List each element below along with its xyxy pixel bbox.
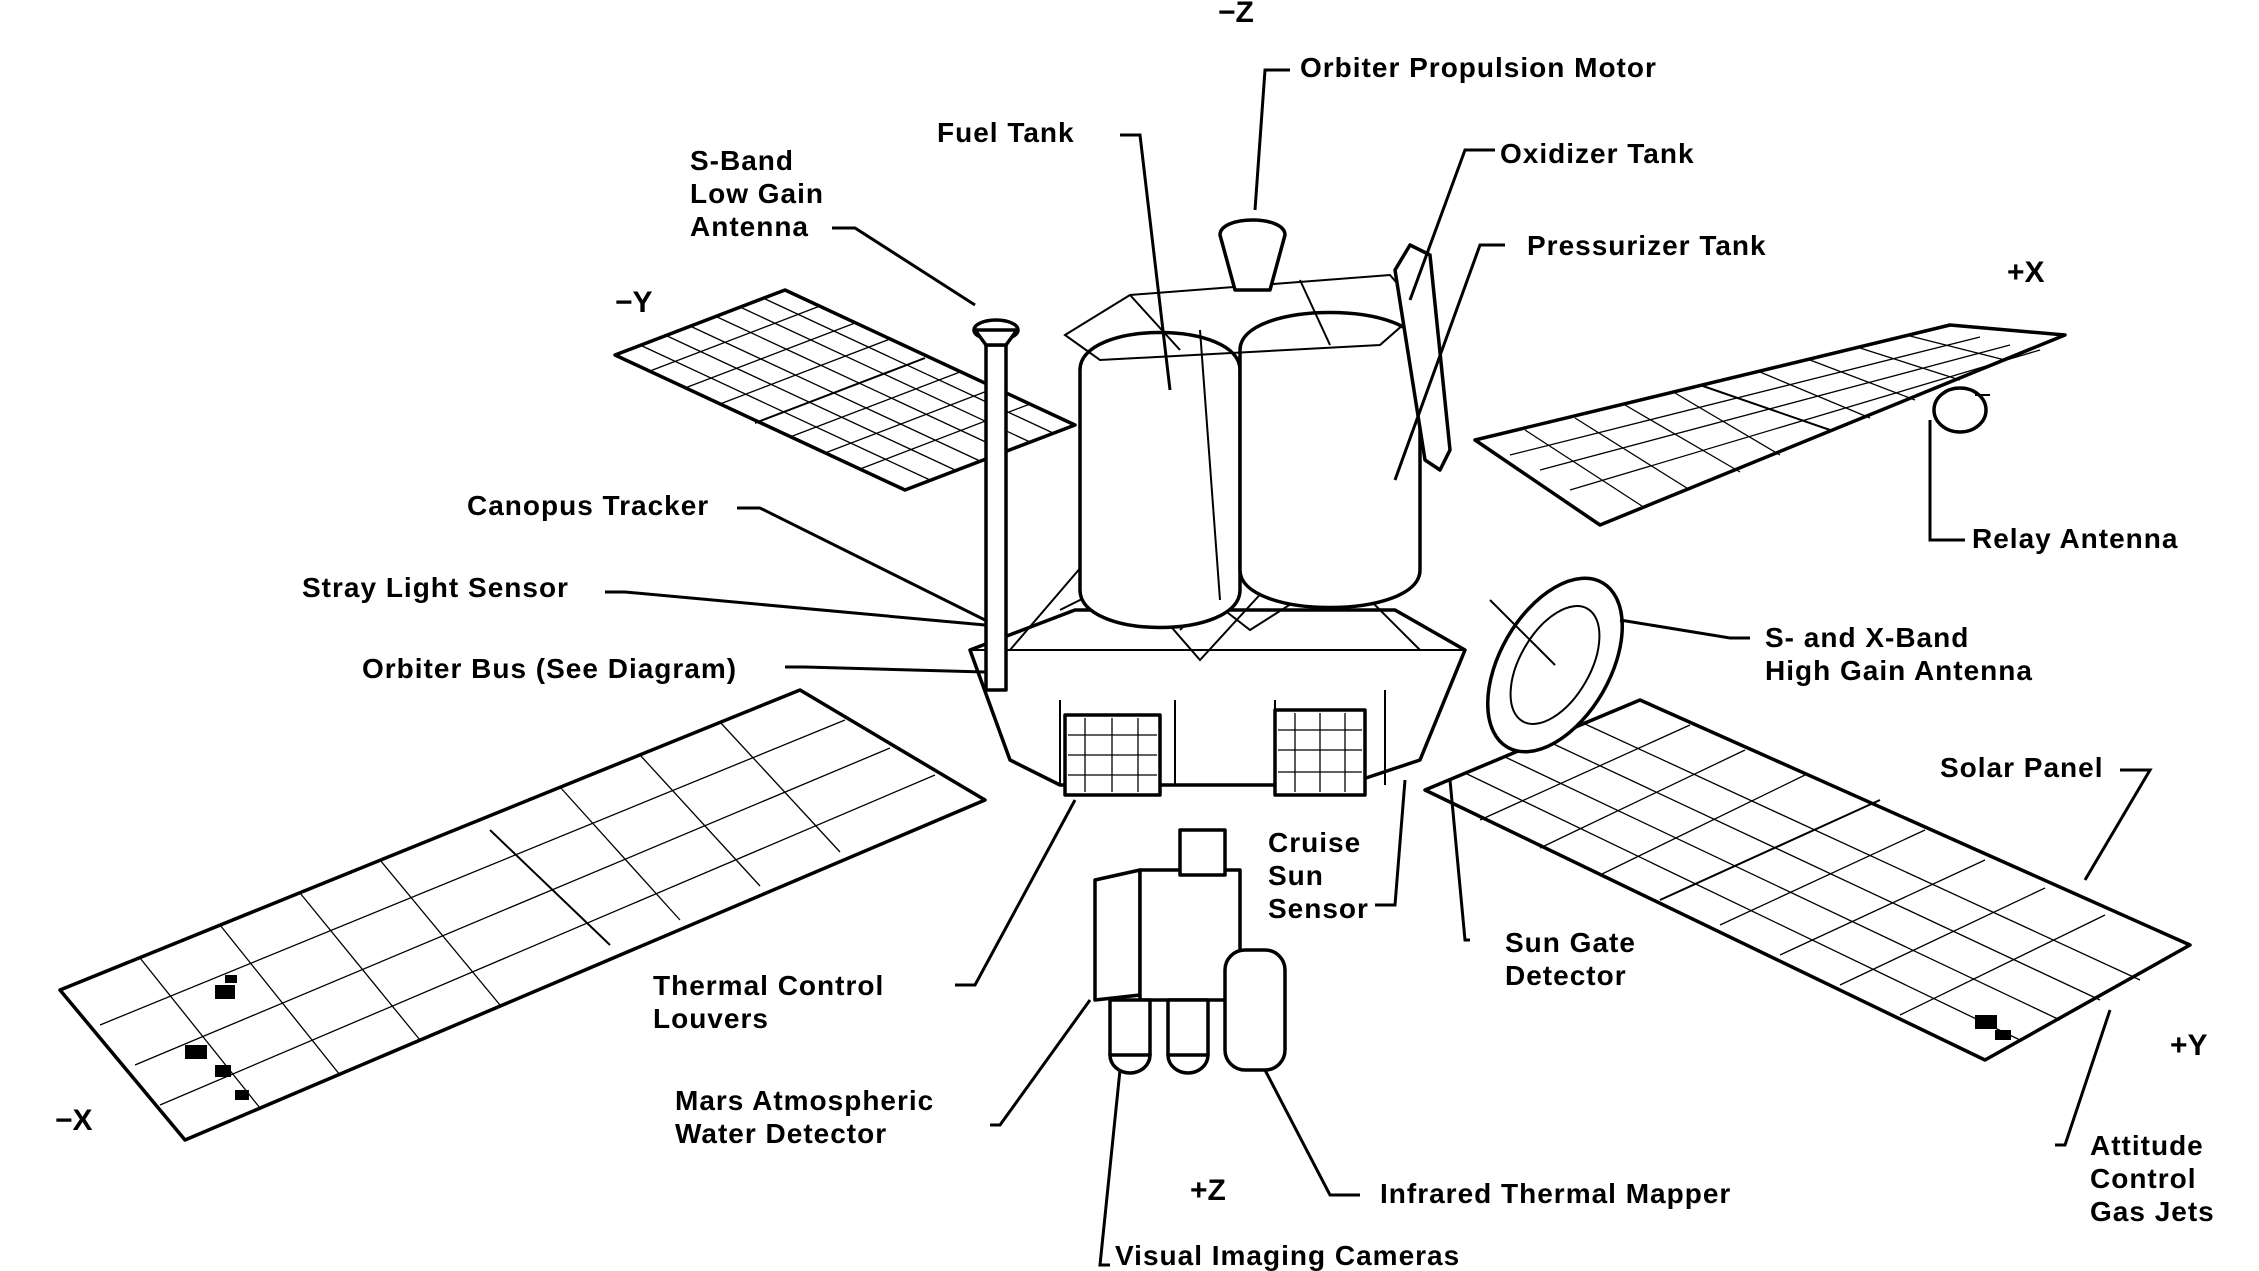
label-visual-imaging-cameras: Visual Imaging Cameras [1115, 1240, 1460, 1271]
oxidizer-tank [1238, 310, 1422, 610]
orbiter-bus [968, 608, 1467, 787]
label-relay-antenna: Relay Antenna [1972, 523, 2178, 554]
infrared-thermal-mapper [1223, 948, 1287, 1072]
solar-panel-minus-y [613, 288, 1077, 492]
scan-platform [1093, 828, 1242, 1002]
axis-plus-x: +X [2007, 256, 2045, 289]
pressurizer-line [1393, 243, 1452, 472]
solar-panel-plus-x [1473, 323, 2067, 527]
label-mars-atmospheric-water-detector: Mars Atmospheric Water Detector [675, 1085, 943, 1149]
thermal-control-louvers [1063, 708, 1367, 797]
label-attitude-control-gas-jets: Attitude Control Gas Jets [2090, 1130, 2215, 1227]
fuel-tank [1078, 330, 1242, 630]
label-infrared-thermal-mapper: Infrared Thermal Mapper [1380, 1178, 1731, 1209]
axis-plus-z: +Z [1190, 1174, 1226, 1207]
visual-imaging-cameras [1108, 998, 1210, 1075]
relay-antenna [1932, 386, 1990, 434]
axis-plus-y: +Y [2170, 1029, 2208, 1062]
label-orbiter-bus: Orbiter Bus (See Diagram) [362, 653, 737, 684]
label-solar-panel: Solar Panel [1940, 752, 2104, 783]
orbiter-propulsion-motor [1218, 218, 1287, 292]
label-orbiter-propulsion-motor: Orbiter Propulsion Motor [1300, 52, 1657, 83]
label-s-x-band-high-gain-antenna: S- and X-Band High Gain Antenna [1765, 622, 2033, 686]
label-sun-gate-detector: Sun Gate Detector [1505, 927, 1645, 991]
axis-minus-z: −Z [1218, 0, 1254, 29]
label-oxidizer-tank: Oxidizer Tank [1500, 138, 1695, 169]
label-fuel-tank: Fuel Tank [937, 117, 1075, 148]
label-s-band-low-gain-antenna: S-Band Low Gain Antenna [690, 145, 833, 242]
label-canopus-tracker: Canopus Tracker [467, 490, 709, 521]
axis-minus-y: −Y [615, 286, 653, 319]
label-pressurizer-tank: Pressurizer Tank [1527, 230, 1767, 261]
leader-lines [605, 68, 2153, 1267]
axis-minus-x: −X [55, 1104, 93, 1137]
label-stray-light-sensor: Stray Light Sensor [302, 572, 569, 603]
high-gain-antenna [1485, 576, 1625, 754]
label-cruise-sun-sensor: Cruise Sun Sensor [1268, 827, 1370, 924]
s-band-low-gain-antenna [972, 318, 1020, 692]
label-thermal-control-louvers: Thermal Control Louvers [653, 970, 893, 1034]
solar-panel-minus-x [58, 688, 987, 1142]
